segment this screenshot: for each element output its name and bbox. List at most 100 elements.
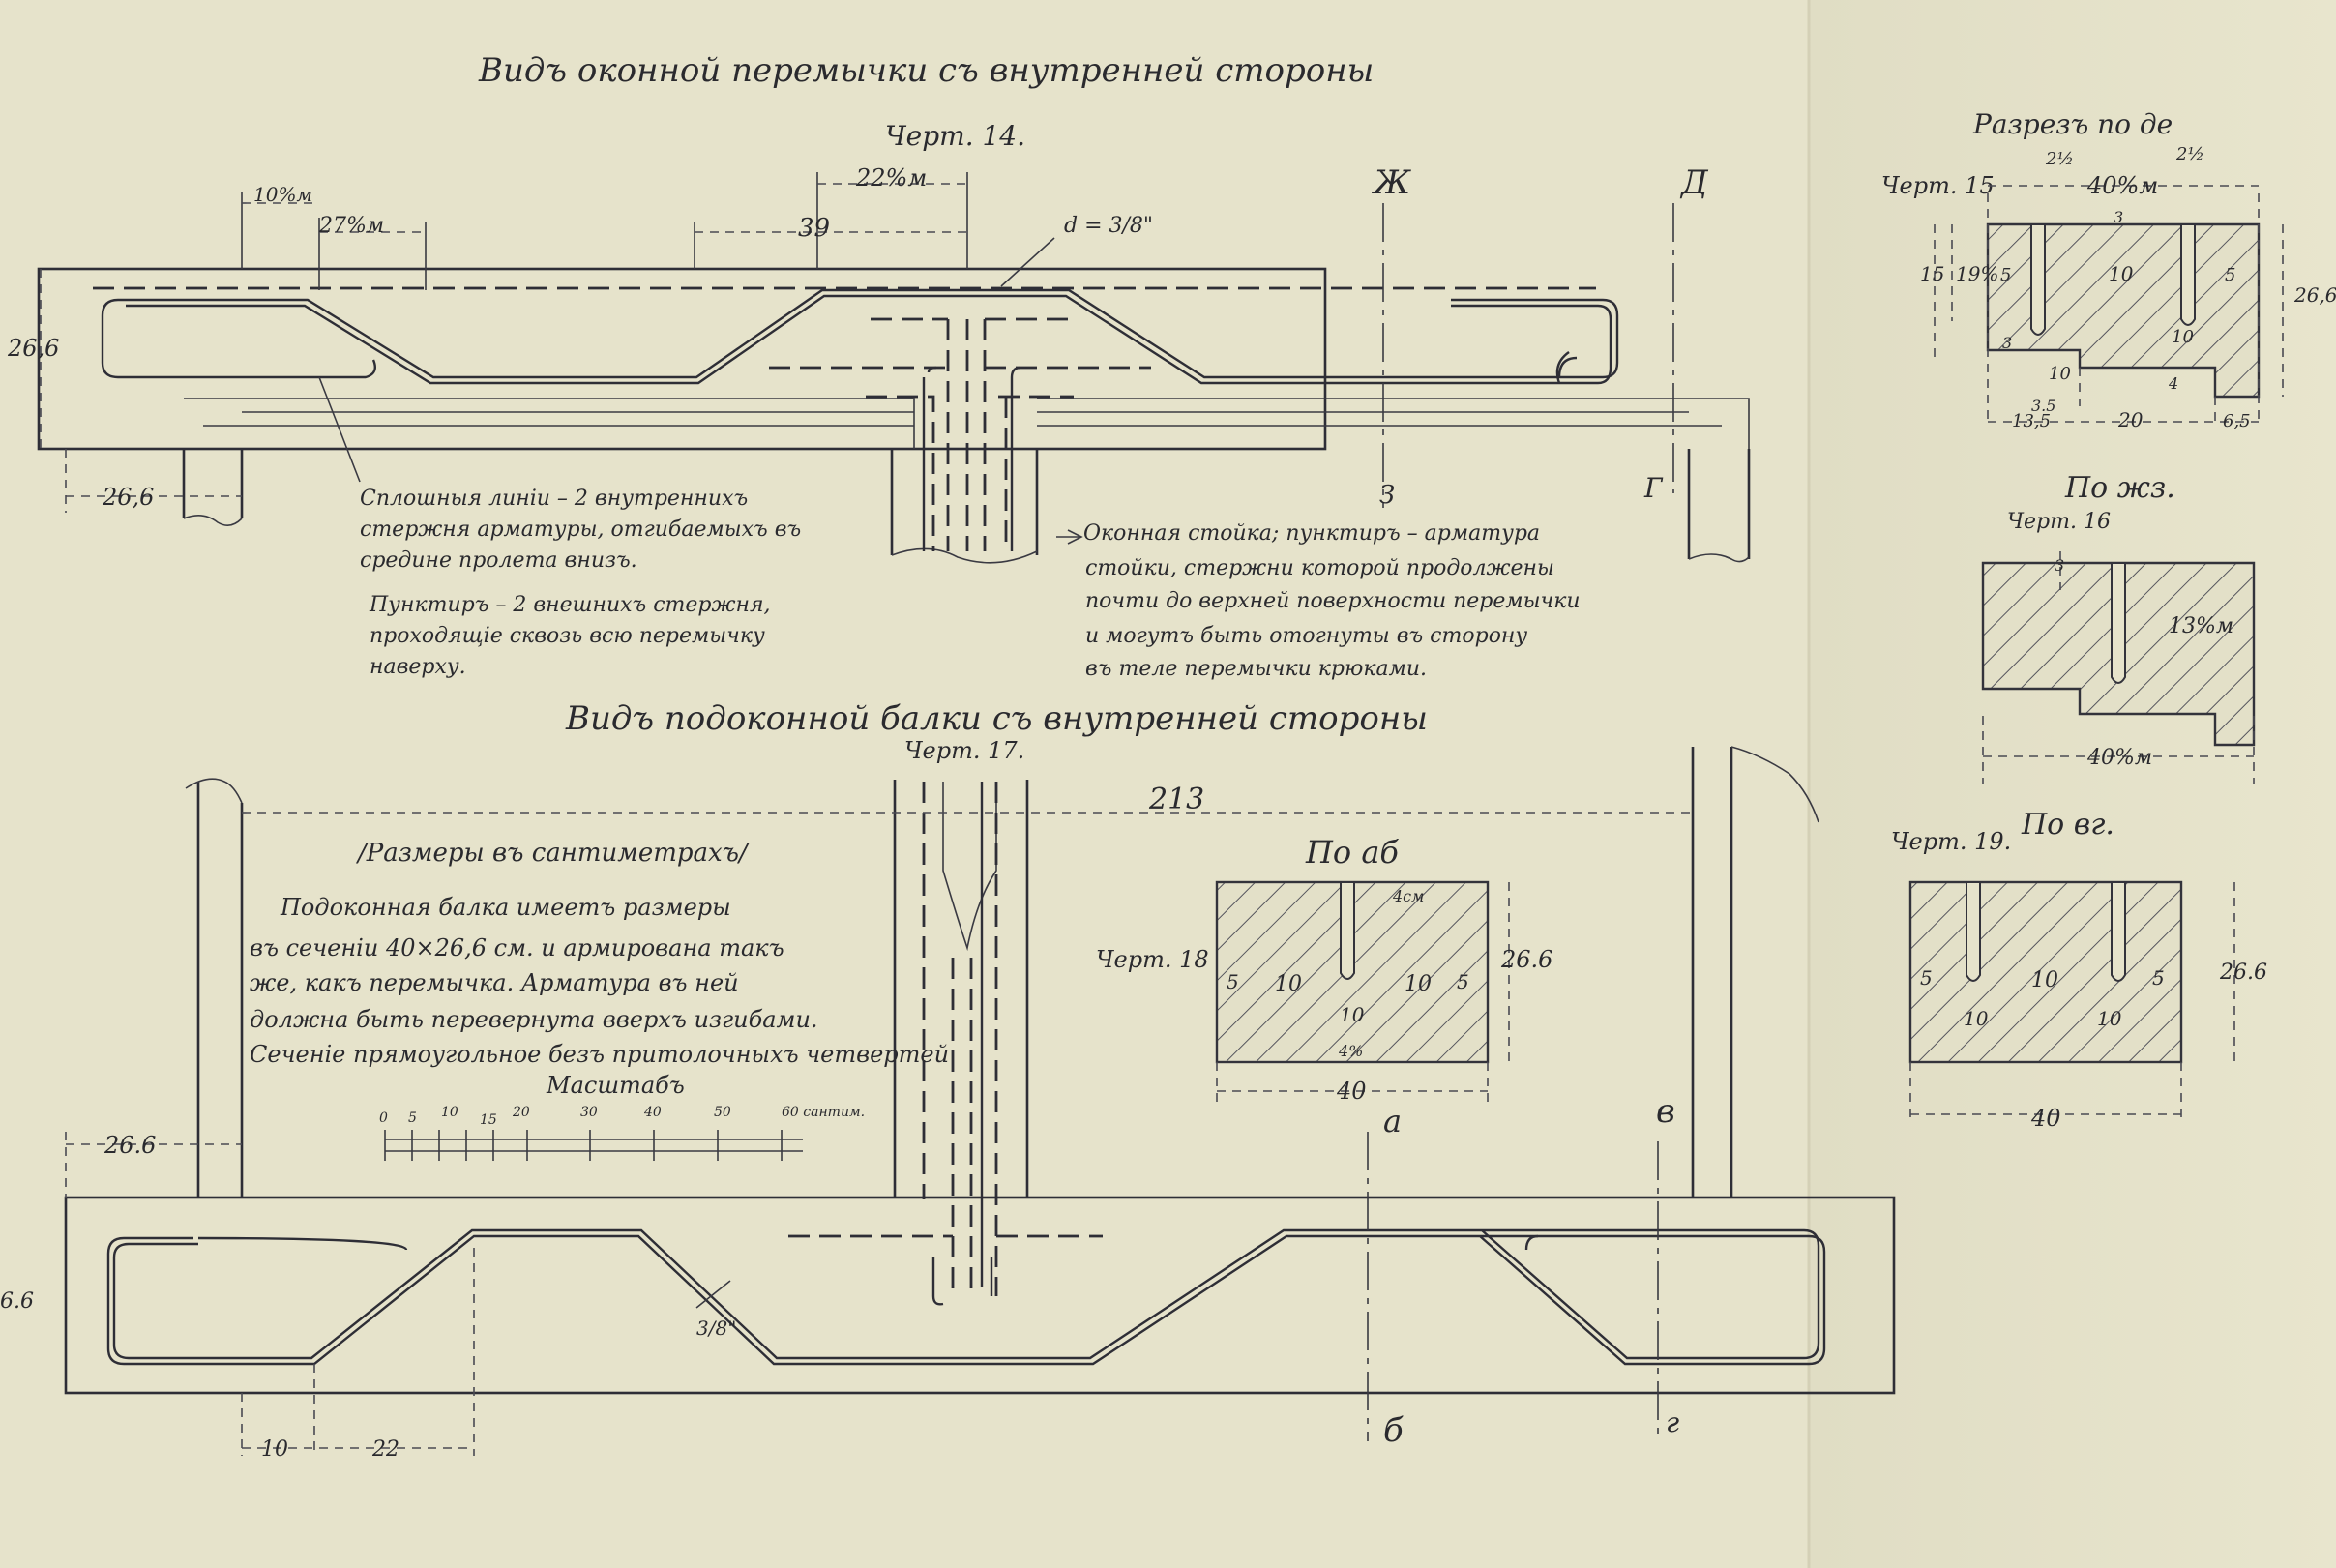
section-vg-slot-2 (2111, 881, 2126, 982)
section-de-dim-10: 26,6 (2293, 283, 2336, 307)
section-de-dim-9: 5 (2225, 265, 2235, 285)
section-de-dim-17: 20 (2117, 408, 2144, 431)
scale-tick-15: 15 (480, 1112, 497, 1128)
section-ab-dim-8: 26.6 (1500, 946, 1552, 973)
section-zhz-dim-3: 40%м (2086, 746, 2152, 770)
mark-g: Г (1643, 472, 1664, 504)
sill-center-rebar (788, 782, 1103, 1296)
section-vg-dim-6: 26.6 (2219, 961, 2267, 985)
lintel-title: Видъ оконной перемычки съ внутренней сто… (478, 51, 1374, 90)
note-right-line-2: стойки, стержни которой продолжены (1085, 556, 1554, 580)
section-de-dim-7: 5 (2000, 265, 2011, 285)
section-de-dim-12: 10 (2172, 327, 2194, 347)
mark-zh: Ж (1371, 163, 1411, 202)
lintel-figure-number: Черт. 14. (885, 120, 1025, 152)
frame-inner-lines (184, 398, 1750, 449)
right-post-break (1688, 553, 1750, 563)
section-zhz: По жз. Черт. 16 3 13%м 40%м (1981, 471, 2256, 784)
section-de-label: Разрезъ по де (1972, 108, 2173, 140)
left-post-break (183, 515, 243, 526)
mark-d: Д (1679, 163, 1709, 202)
section-de: Разрезъ по де Черт. 15 2½ 2½ 40%м 3 15 1… (1881, 108, 2336, 431)
section-de-dim-5: 15 (1920, 262, 1944, 285)
sill-desc-line-3: же, какъ перемычка. Арматура въ ней (250, 969, 739, 996)
sill-rebar-leader (695, 1280, 731, 1309)
sill-desc-line-1: Подоконная балка имеетъ размеры (280, 894, 731, 921)
section-de-dim-15: 4 (2168, 374, 2178, 393)
dim-left-26-6: 26,6 (102, 484, 154, 511)
section-ab-dim-9: 40 (1336, 1078, 1367, 1105)
section-zhz-slot (2111, 562, 2126, 684)
section-de-dim-14: 3.5 (2031, 397, 2055, 415)
post-rebar-solid (922, 366, 1021, 551)
sill-desc-line-5: Сеченіе прямоугольное безъ притолочныхъ … (250, 1041, 949, 1068)
sill-beam-drawing: Видъ подоконной балки съ внутренней стор… (0, 699, 1896, 1462)
section-de-dim-13: 3 (2002, 334, 2012, 352)
sill-dim-left (65, 1132, 242, 1198)
section-vg-body (1908, 880, 2183, 1064)
sill-dim-10: 10 (261, 1437, 288, 1462)
note-left: Сплошныя линіи – 2 внутреннихъ стержня а… (360, 487, 808, 679)
section-de-dim-1: 2½ (2045, 149, 2074, 169)
dim-27mm: 27%м (318, 214, 384, 238)
sill-mark-a: а (1383, 1103, 1402, 1139)
scale-bar: 0 5 10 15 20 30 40 50 60 сантим. (379, 1105, 865, 1161)
section-ab-label: По аб (1305, 834, 1399, 871)
note-left-line-6: наверху. (370, 655, 466, 679)
lintel-beam-outline (37, 267, 1327, 451)
center-post (890, 449, 1039, 555)
note-left-line-4: Пунктиръ – 2 внешнихъ стержня, (369, 593, 771, 617)
section-ab-dim-3: 10 (1275, 972, 1302, 996)
section-ab-dim-1: 4см (1392, 887, 1424, 905)
rebar-diameter: d = 3/8" (1064, 214, 1153, 238)
note-right-line-1: Оконная стойка; пунктиръ – арматура (1083, 521, 1540, 546)
inner-rebar-2 (126, 294, 1612, 385)
scale-tick-40: 40 (643, 1105, 662, 1120)
sill-mark-g: г (1666, 1406, 1679, 1438)
section-vg: По вг. Черт. 19. 5 10 5 10 10 26.6 40 (1891, 808, 2267, 1132)
note-right-arrow (1056, 529, 1083, 545)
scale-tick-60: 60 сантим. (782, 1105, 865, 1120)
rebar-leader (1000, 237, 1055, 287)
note-left-line-1: Сплошныя линіи – 2 внутреннихъ (360, 487, 748, 511)
section-ab-dim-5: 5 (1457, 970, 1469, 993)
section-zhz-dim-1: 3 (2055, 556, 2064, 575)
sill-center-rebar-solid (931, 782, 993, 1306)
section-vg-dim-2: 10 (2031, 968, 2058, 992)
scale-tick-0: 0 (379, 1110, 388, 1126)
sill-title: Видъ подоконной балки съ внутренней стор… (565, 699, 1428, 738)
section-ab-dim-6: 10 (1340, 1003, 1365, 1026)
sill-left-hook (197, 1236, 408, 1251)
dim-height: 26,6 (7, 335, 59, 362)
section-de-dim-2: 2½ (2175, 144, 2204, 164)
dim-22mm: 22%м (855, 164, 927, 192)
sill-right-hook (1524, 1234, 1539, 1251)
section-vg-label: По вг. (2021, 808, 2114, 842)
section-de-slot-1 (2030, 223, 2046, 336)
scale-tick-5: 5 (408, 1110, 417, 1126)
dim-39: 39 (798, 214, 830, 243)
inner-rebar-left-hook (101, 298, 376, 379)
sill-mark-v: в (1656, 1092, 1675, 1131)
section-de-dim-8: 10 (2109, 262, 2134, 285)
section-vg-fig: Черт. 19. (1891, 828, 2011, 855)
section-zhz-dims (1982, 551, 2255, 784)
sill-dim-26-6: 26.6 (103, 1132, 156, 1159)
section-vg-dim-5: 10 (2097, 1007, 2122, 1030)
post-rebar-dashed (769, 317, 1151, 551)
sill-left-post (196, 782, 244, 1198)
section-de-dim-6: 19% (1956, 262, 1998, 285)
section-de-dim-16: 13,5 (2012, 411, 2051, 431)
section-ab-dim-2: 5 (1227, 970, 1239, 993)
section-ab-dim-4: 10 (1405, 972, 1432, 996)
inner-rebar-right-hook (1555, 351, 1578, 384)
section-vg-dim-1: 5 (1920, 966, 1933, 990)
note-left-line-2: стержня арматуры, отгибаемыхъ въ (360, 518, 801, 542)
section-de-dims (1934, 185, 2284, 426)
section-ab: По аб Черт. 18 4см 5 10 10 5 10 4% 26.6 … (1096, 834, 1552, 1105)
sill-center-post (893, 780, 1029, 1198)
sill-inner-rebar (106, 1234, 1826, 1366)
scale-bar-lines (385, 1139, 803, 1152)
section-de-dim-11: 10 (2049, 364, 2071, 384)
section-vg-dim-4: 10 (1964, 1007, 1989, 1030)
